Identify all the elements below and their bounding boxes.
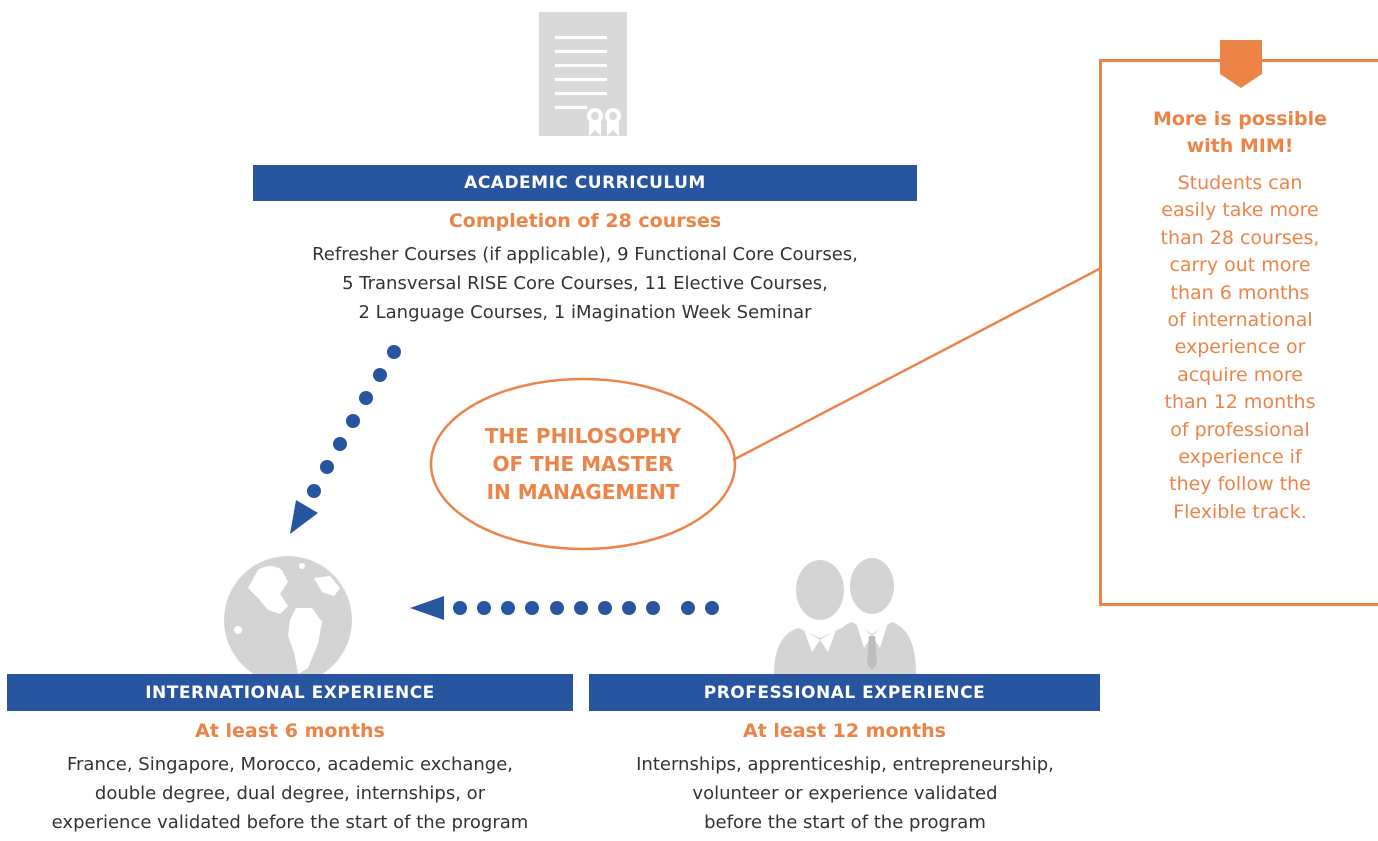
professional-line: before the start of the program xyxy=(704,812,986,833)
diagonal-dotted-arrow xyxy=(290,345,401,534)
international-title: INTERNATIONAL EXPERIENCE xyxy=(7,674,573,711)
academic-line: 5 Transversal RISE Core Courses, 11 Elec… xyxy=(342,273,828,294)
professional-line: volunteer or experience validated xyxy=(692,783,998,804)
more-line: acquire more xyxy=(1177,363,1303,386)
international-description: France, Singapore, Morocco, academic exc… xyxy=(0,750,580,837)
more-line: they follow the xyxy=(1169,473,1311,496)
more-box-top-border-left xyxy=(1099,59,1220,62)
philosophy-ellipse xyxy=(429,377,737,551)
connector-line xyxy=(732,266,1102,462)
more-line: carry out more xyxy=(1169,254,1311,277)
academic-line: 2 Language Courses, 1 iMagination Week S… xyxy=(358,302,812,323)
academic-title: ACADEMIC CURRICULUM xyxy=(253,165,917,201)
professional-title: PROFESSIONAL EXPERIENCE xyxy=(589,674,1100,711)
academic-description: Refresher Courses (if applicable), 9 Fun… xyxy=(230,240,940,327)
people-icon xyxy=(774,558,916,674)
more-line: experience or xyxy=(1174,336,1306,359)
bookmark-icon xyxy=(1220,40,1262,88)
more-box xyxy=(1099,59,1378,606)
more-line: experience if xyxy=(1178,446,1302,469)
more-line: easily take more xyxy=(1161,199,1319,222)
international-line: France, Singapore, Morocco, academic exc… xyxy=(66,754,514,775)
more-title: More is possible with MIM! xyxy=(1102,106,1378,160)
philosophy-line: OF THE MASTER xyxy=(492,452,674,476)
diploma-icon xyxy=(539,12,627,136)
professional-line: Internships, apprenticeship, entrepreneu… xyxy=(636,754,1054,775)
philosophy-text: THE PHILOSOPHY OF THE MASTER IN MANAGEME… xyxy=(433,422,733,506)
professional-description: Internships, apprenticeship, entrepreneu… xyxy=(580,750,1110,837)
more-text: Students can easily take more than 28 co… xyxy=(1102,170,1378,526)
more-title-line: More is possible xyxy=(1152,108,1328,130)
more-title-line: with MIM! xyxy=(1186,135,1294,157)
more-line: than 6 months xyxy=(1170,281,1310,304)
international-line: double degree, dual degree, internships,… xyxy=(94,783,486,804)
academic-subtitle: Completion of 28 courses xyxy=(448,210,722,232)
international-subtitle: At least 6 months xyxy=(195,720,385,742)
philosophy-line: THE PHILOSOPHY xyxy=(484,424,682,448)
international-line: experience validated before the start of… xyxy=(51,812,529,833)
more-line: Students can xyxy=(1177,172,1303,194)
more-line: Flexible track. xyxy=(1173,500,1307,523)
more-line: than 12 months xyxy=(1164,391,1316,414)
professional-subtitle: At least 12 months xyxy=(743,720,946,742)
academic-line: Refresher Courses (if applicable), 9 Fun… xyxy=(312,244,858,265)
more-box-top-border-right xyxy=(1262,59,1378,62)
more-line: of international xyxy=(1167,309,1313,332)
horizontal-dotted-arrow xyxy=(410,596,719,620)
globe-icon xyxy=(224,556,352,675)
philosophy-line: IN MANAGEMENT xyxy=(486,480,680,504)
more-line: than 28 courses, xyxy=(1160,226,1320,249)
more-line: of professional xyxy=(1170,418,1310,441)
